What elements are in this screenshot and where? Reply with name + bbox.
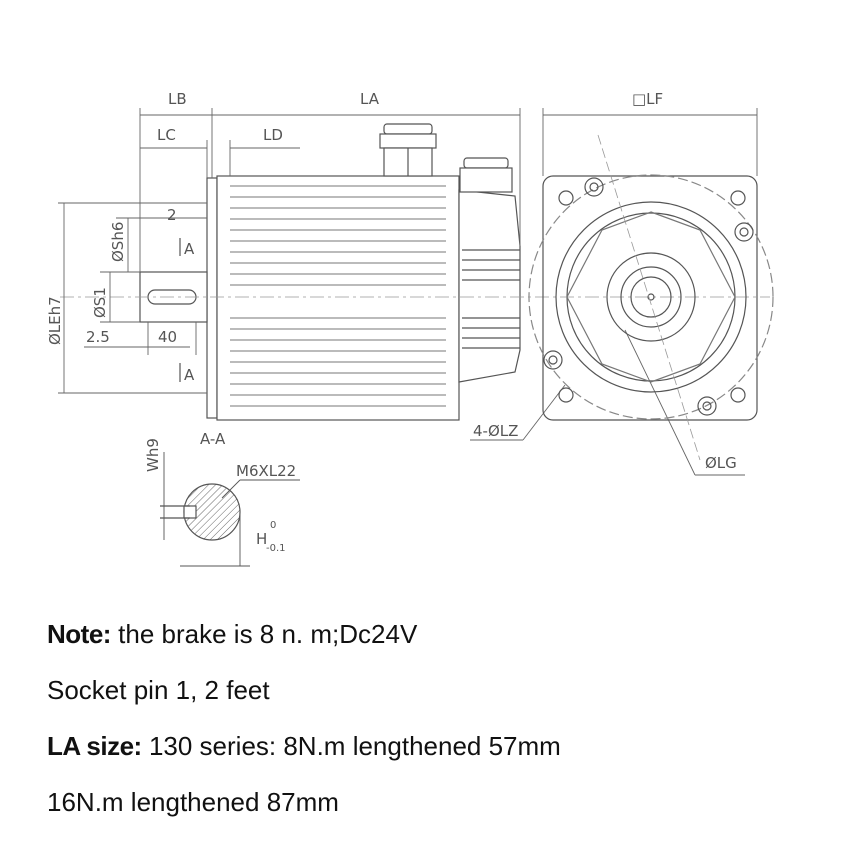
dim-la: LA (360, 90, 380, 108)
dim-40: 40 (158, 328, 177, 346)
la-size-label: LA size: (47, 731, 142, 761)
dim-lf: □LF (632, 90, 663, 108)
note-label: Note: (47, 619, 111, 649)
dim-le: ØLEh7 (46, 296, 64, 345)
section-marker-bottom: A (184, 366, 195, 384)
dim-lb: LB (168, 90, 187, 108)
dim-lz: 4-ØLZ (473, 422, 518, 440)
section-a-a (160, 452, 300, 567)
note-line-4: 16N.m lengthened 87mm (47, 780, 827, 836)
dim-ld: LD (263, 126, 283, 144)
note-line-2: Socket pin 1, 2 feet (47, 668, 827, 724)
notes-block: Note: the brake is 8 n. m;Dc24V Socket p… (47, 612, 827, 836)
motor-dimension-drawing: LB LA LC LD □LF ØLEh7 ØSh6 ØS1 2 2.5 40 … (46, 90, 774, 567)
la-size-text-2: 16N.m lengthened 87mm (47, 787, 339, 817)
dim-lc: LC (157, 126, 176, 144)
dim-2-5: 2.5 (86, 328, 110, 346)
section-title: A-A (200, 430, 226, 448)
dim-w: Wh9 (144, 438, 162, 472)
motor-front-view (528, 134, 774, 461)
motor-side-view (139, 123, 521, 421)
section-marker-top: A (184, 240, 195, 258)
note-line-1: Note: the brake is 8 n. m;Dc24V (47, 612, 827, 668)
dim-lg: ØLG (705, 454, 737, 472)
cooling-fins (230, 185, 446, 407)
note-line-3: LA size: 130 series: 8N.m lengthened 57m… (47, 724, 827, 780)
la-size-text: 130 series: 8N.m lengthened 57mm (141, 731, 561, 761)
dim-2: 2 (167, 206, 177, 224)
dim-h: H (256, 530, 267, 548)
dim-s: ØSh6 (109, 222, 127, 262)
dim-s1: ØS1 (91, 287, 109, 318)
dim-h-tol-up: 0 (270, 520, 276, 531)
dimension-lines (58, 108, 758, 476)
thread-spec: M6XL22 (236, 462, 296, 480)
dim-h-tol-down: -0.1 (266, 543, 286, 554)
note-text: the brake is 8 n. m;Dc24V (110, 619, 418, 649)
socket-pin-text: Socket pin 1, 2 feet (47, 675, 270, 705)
